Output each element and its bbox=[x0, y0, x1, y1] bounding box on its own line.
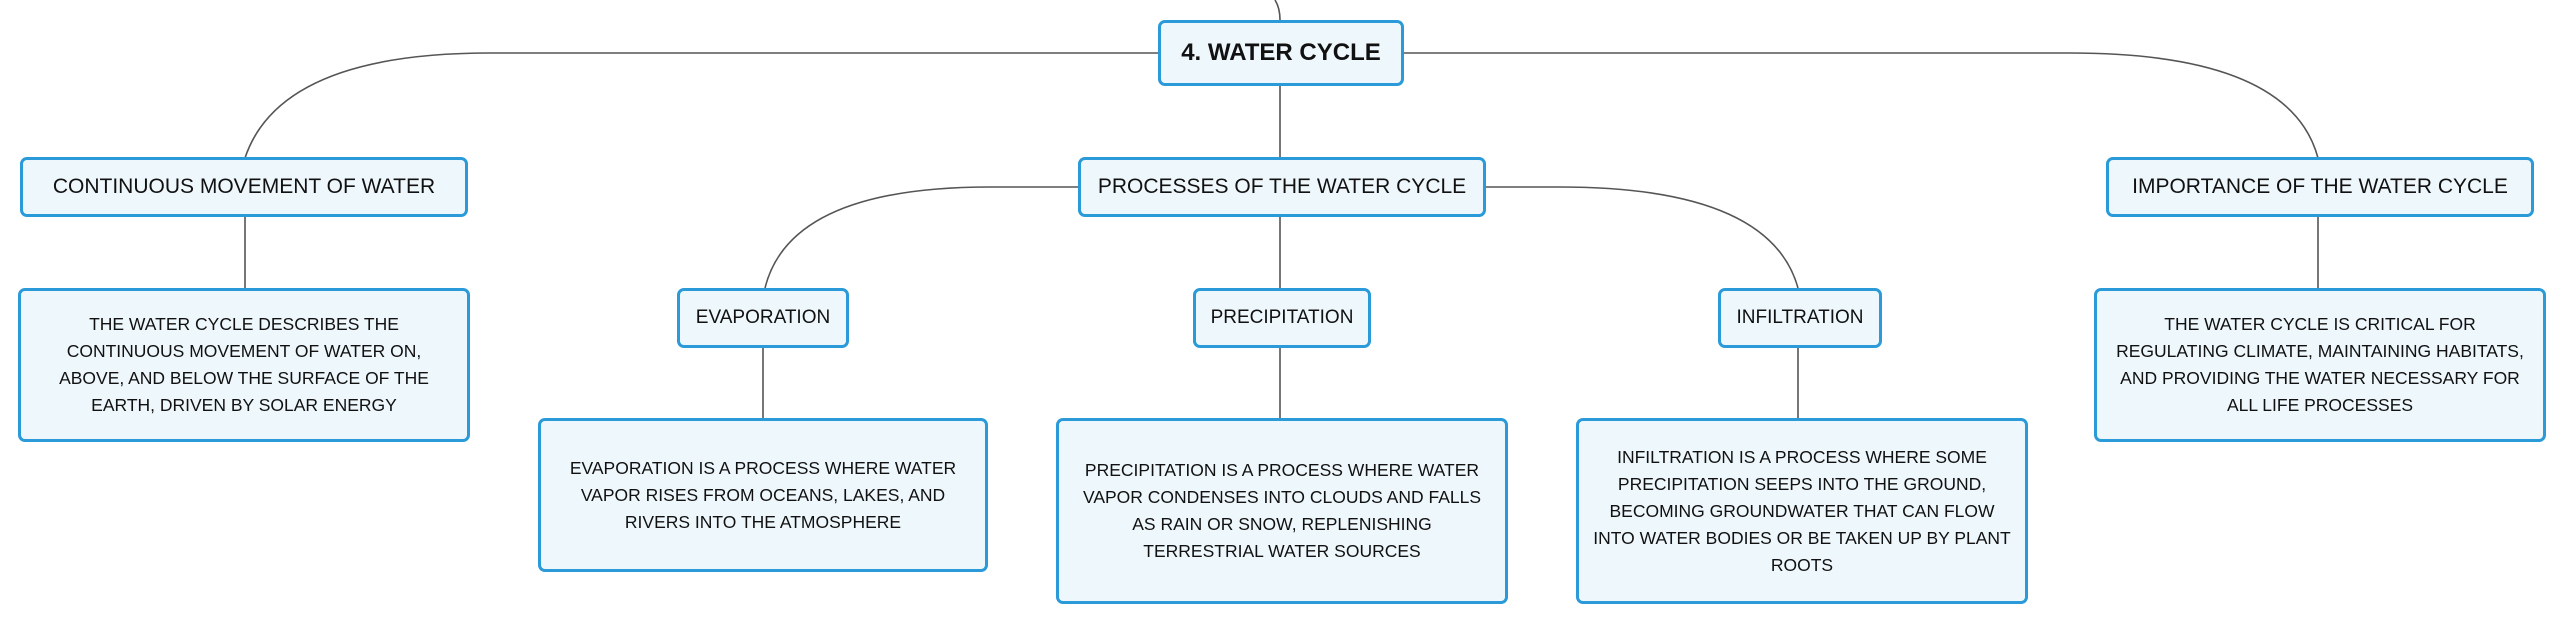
node-label: PRECIPITATION bbox=[1210, 307, 1354, 328]
node-infiltration[interactable]: INFILTRATION bbox=[1718, 288, 1882, 348]
description-text: THE WATER CYCLE IS CRITICAL FOR REGULATI… bbox=[2116, 314, 2524, 415]
connector-root-branch3 bbox=[1400, 52, 2319, 159]
desc-importance[interactable]: THE WATER CYCLE IS CRITICAL FOR REGULATI… bbox=[2094, 288, 2546, 442]
branch-continuous-movement[interactable]: CONTINUOUS MOVEMENT OF WATER bbox=[20, 157, 468, 217]
branch-importance[interactable]: IMPORTANCE OF THE WATER CYCLE bbox=[2106, 157, 2534, 217]
node-precipitation[interactable]: PRECIPITATION bbox=[1193, 288, 1371, 348]
connector-root-branch1 bbox=[244, 52, 1160, 159]
root-node[interactable]: 4. WATER CYCLE bbox=[1158, 20, 1404, 86]
connector-processes-evaporation bbox=[764, 186, 1080, 289]
root-title: 4. WATER CYCLE bbox=[1181, 39, 1381, 66]
branch-label: IMPORTANCE OF THE WATER CYCLE bbox=[2132, 175, 2508, 198]
desc-continuous-movement[interactable]: THE WATER CYCLE DESCRIBES THE CONTINUOUS… bbox=[18, 288, 470, 442]
description-text: PRECIPITATION IS A PROCESS WHERE WATER V… bbox=[1082, 460, 1482, 561]
desc-evaporation[interactable]: EVAPORATION IS A PROCESS WHERE WATER VAP… bbox=[538, 418, 988, 572]
desc-infiltration[interactable]: INFILTRATION IS A PROCESS WHERE SOME PRE… bbox=[1576, 418, 2028, 604]
node-label: EVAPORATION bbox=[695, 307, 831, 328]
desc-precipitation[interactable]: PRECIPITATION IS A PROCESS WHERE WATER V… bbox=[1056, 418, 1508, 604]
description-text: EVAPORATION IS A PROCESS WHERE WATER VAP… bbox=[569, 457, 957, 532]
connector-processes-infiltration bbox=[1480, 186, 1799, 289]
parent-connector bbox=[1274, 0, 1281, 21]
branch-processes[interactable]: PROCESSES OF THE WATER CYCLE bbox=[1078, 157, 1486, 217]
description-text: INFILTRATION IS A PROCESS WHERE SOME PRE… bbox=[1593, 446, 2011, 575]
node-label: INFILTRATION bbox=[1736, 307, 1864, 328]
branch-label: CONTINUOUS MOVEMENT OF WATER bbox=[52, 175, 436, 198]
branch-label: PROCESSES OF THE WATER CYCLE bbox=[1097, 175, 1467, 198]
description-text: THE WATER CYCLE DESCRIBES THE CONTINUOUS… bbox=[59, 314, 429, 415]
node-evaporation[interactable]: EVAPORATION bbox=[677, 288, 849, 348]
